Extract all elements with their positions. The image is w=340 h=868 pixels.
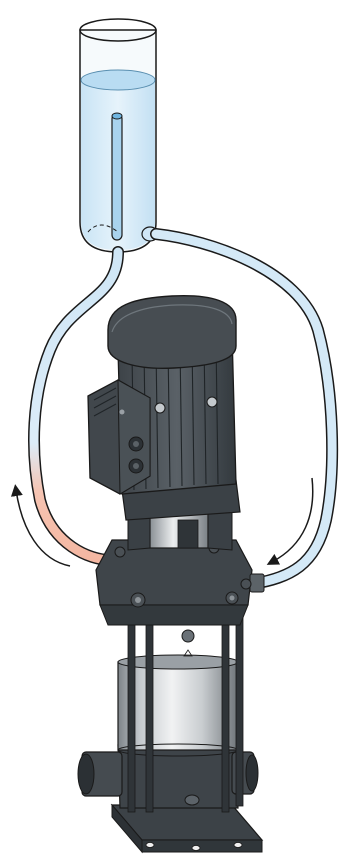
- flow-arrow-right-icon: [272, 478, 313, 562]
- dip-tube: [112, 114, 122, 240]
- vent-plug: [182, 630, 194, 642]
- outlet-port: [246, 755, 258, 791]
- reservoir-cylinder: [80, 19, 158, 252]
- terminal-box: [88, 380, 150, 494]
- pump-lower-housing: [78, 745, 258, 808]
- inlet-port: [78, 754, 94, 794]
- motor-cover: [108, 296, 236, 369]
- pump-sleeve: [118, 655, 238, 756]
